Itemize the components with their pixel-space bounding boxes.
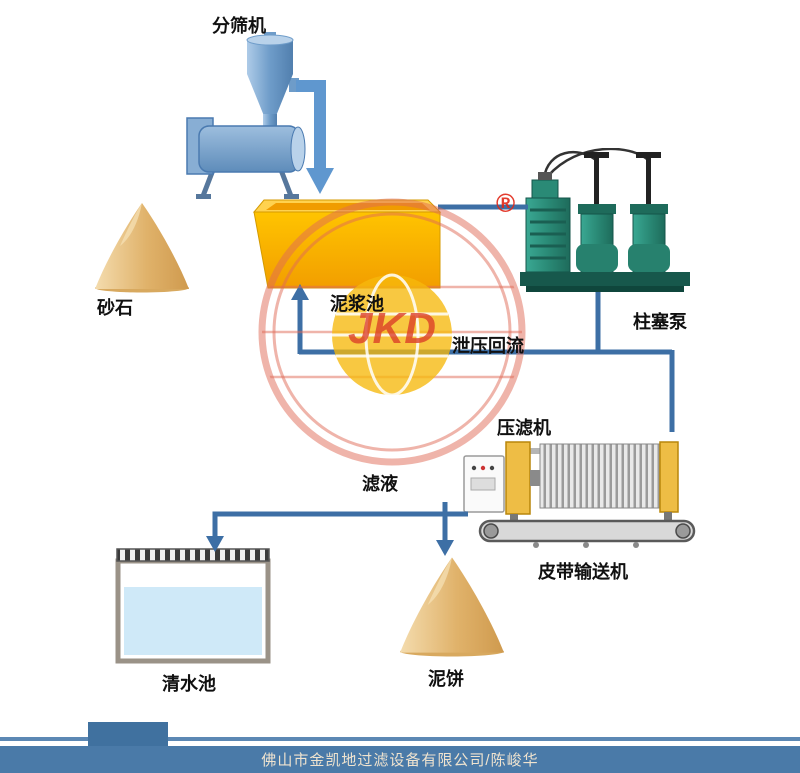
sand-pile-icon [92,198,192,298]
label-filtrate: 滤液 [362,474,398,494]
cyclone-screener-icon [185,30,335,205]
registered-trademark-symbol: ® [496,188,516,218]
water-pool-icon [115,547,271,670]
pipe-filtrate-to-pool-arrow [206,511,468,552]
label-belt-conveyor: 皮带输送机 [538,562,628,582]
label-mud-cake: 泥饼 [428,669,464,689]
label-screener: 分筛机 [212,16,266,36]
label-plunger-pump: 柱塞泵 [633,312,687,332]
plunger-pump-icon [518,147,693,301]
footer-company-bar: 佛山市金凯地过滤设备有限公司/陈峻华 [0,746,800,773]
label-sand: 砂石 [97,298,133,318]
belt-conveyor-icon [476,514,698,555]
slurry-tank-icon [252,192,442,297]
footer-company-text: 佛山市金凯地过滤设备有限公司/陈峻华 [261,752,539,769]
footer-accent-tab [88,722,168,748]
label-filter-press: 压滤机 [497,418,551,438]
footer-accent-line [0,737,800,741]
mud-cake-pile-icon [396,552,508,662]
label-slurry-pool: 泥浆池 [330,294,384,314]
label-clear-water: 清水池 [162,674,216,694]
water-surface [124,587,262,655]
label-relief-return: 泄压回流 [452,336,524,356]
filter-press-icon [462,436,690,529]
